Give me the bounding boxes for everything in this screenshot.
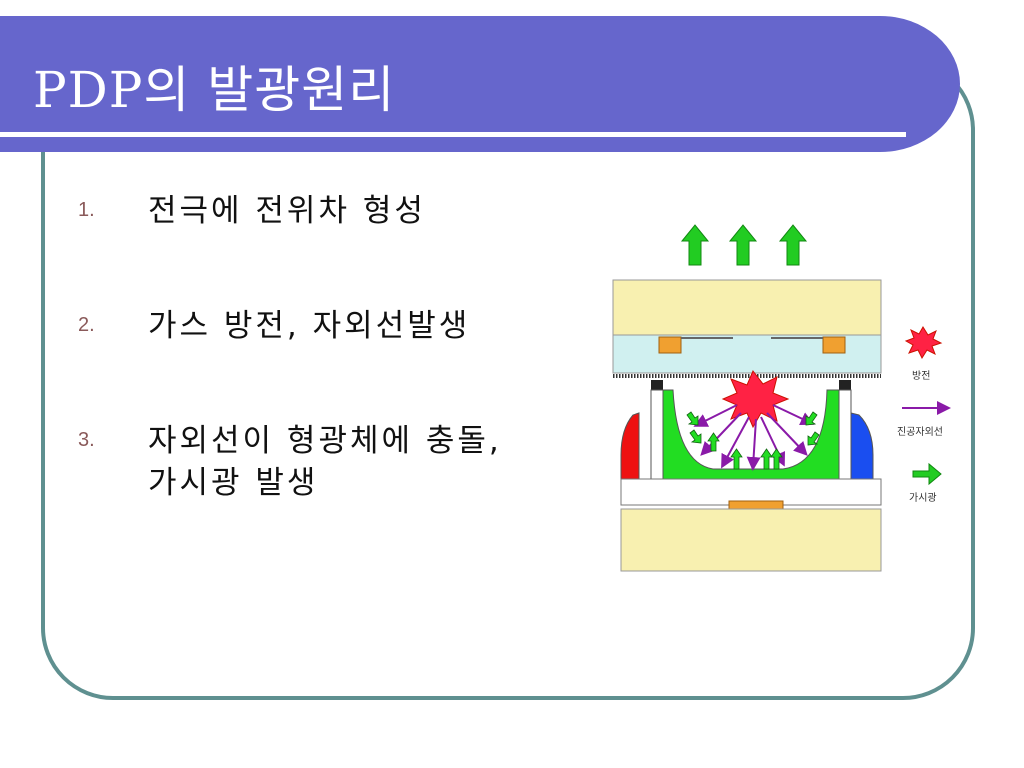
address-electrode <box>728 500 784 510</box>
uv-ray <box>700 412 742 456</box>
title-bar <box>0 16 960 152</box>
legend: 방전 진공자외선 가시광 <box>897 326 951 504</box>
legend-discharge-icon <box>904 326 943 360</box>
emission-arrow-icon <box>805 411 818 426</box>
barrier-rib <box>838 389 852 480</box>
display-electrode <box>658 336 682 354</box>
legend-visible-label: 가시광 <box>909 492 937 504</box>
barrier-rib-cap <box>839 380 851 390</box>
front-glass <box>612 279 882 336</box>
uv-ray <box>772 404 815 426</box>
pdp-cell-diagram: 방전 진공자외선 가시광 <box>611 217 967 585</box>
red-phosphor <box>620 412 640 480</box>
bullet-item-3: 3. 자외선이 형광체에 충돌, 가시광 발생 <box>78 420 502 504</box>
visible-arrow-icon <box>680 224 710 266</box>
bullet-number: 1. <box>78 199 95 221</box>
rear-glass <box>620 508 882 572</box>
bullet-item-1: 1. 전극에 전위차 형성 <box>78 190 426 232</box>
emission-arrow-icon <box>807 431 820 446</box>
uv-ray <box>721 416 750 469</box>
emission-arrow-icon <box>707 432 720 452</box>
bullet-text: 자외선이 형광체에 충돌, 가시광 발생 <box>148 423 502 501</box>
bullet-item-2: 2. 가스 방전, 자외선발생 <box>78 305 470 347</box>
emission-arrow-icon <box>686 411 699 426</box>
visible-arrow-icon <box>778 224 808 266</box>
phosphor-emission <box>686 411 820 470</box>
bullet-number: 2. <box>78 314 95 336</box>
display-electrode <box>822 336 846 354</box>
emission-arrow-icon <box>689 429 702 444</box>
slide-title: PDP의 발광원리 <box>33 61 396 119</box>
visible-arrow-icon <box>728 224 758 266</box>
legend-uv-label: 진공자외선 <box>897 426 943 438</box>
emission-arrow-icon <box>760 448 773 470</box>
visible-light-arrows <box>680 224 808 266</box>
title-underline <box>0 132 906 137</box>
barrier-rib <box>650 389 664 480</box>
legend-discharge-label: 방전 <box>912 370 930 382</box>
bullet-text: 가스 방전, 자외선발생 <box>148 308 471 344</box>
legend-visible-arrow-icon <box>912 462 942 486</box>
bullet-text: 전극에 전위차 형성 <box>148 193 426 229</box>
emission-arrow-icon <box>730 448 743 470</box>
bullet-number: 3. <box>78 429 95 451</box>
barrier-rib-cap <box>651 380 663 390</box>
uv-ray <box>766 412 808 456</box>
discharge-burst-icon <box>721 370 790 429</box>
emission-arrow-icon <box>770 448 783 470</box>
uv-ray <box>693 404 738 427</box>
uv-ray <box>746 418 761 471</box>
green-phosphor <box>660 389 840 480</box>
blue-phosphor <box>850 412 874 480</box>
